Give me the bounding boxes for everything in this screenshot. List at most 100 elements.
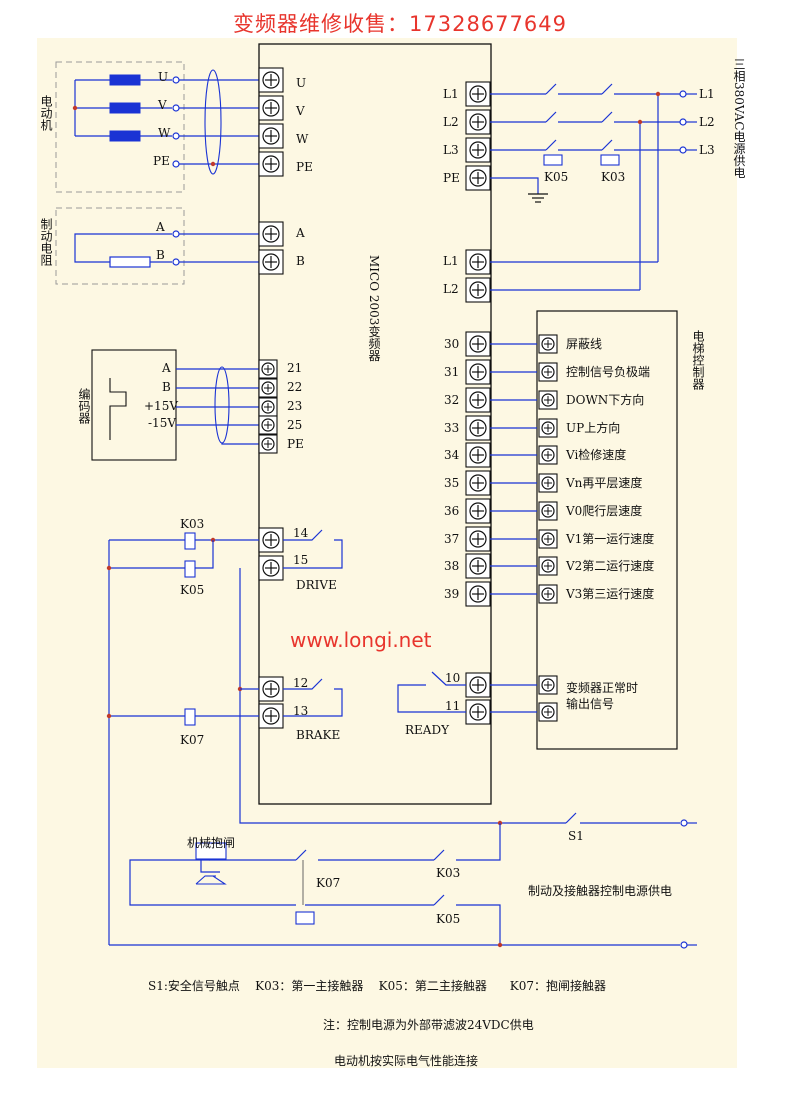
res-a-left: A [156,220,165,234]
switch-contact-icon [601,139,613,151]
motor-u-left: U [158,70,169,84]
ctrl-num-36: 36 [444,504,460,518]
motor-coil-icon [109,130,141,142]
inv-a: A [296,226,305,240]
junction-dot [210,161,216,167]
ctrl-label-35: Vn再平层速度 [566,476,643,490]
k05-top-label: K05 [544,170,569,184]
ctrl-num-32: 32 [444,393,460,407]
switch-contact-icon [545,83,557,95]
switch-contact-icon [433,894,445,906]
drive-label: DRIVE [296,578,337,592]
resistor-icon [109,256,151,268]
note-motor: 电动机按实际电气性能连接 [334,1054,479,1068]
controller-frame [536,310,678,750]
power-l3: L3 [699,143,715,157]
k03-coil-icon [600,154,620,166]
ctrl-num-31: 31 [444,365,460,379]
enc-p15-left: +15V [144,399,178,413]
brake-coil-icon [195,842,227,860]
junction-dot [655,91,661,97]
header-text: 变频器维修收售：17328677649 [233,12,567,36]
brake-resistor-label: 制动电阻 [39,218,53,266]
junction-dot [497,942,503,948]
inv-pe-top: PE [443,171,460,185]
inv-22: 22 [287,380,303,394]
ctrl-num-30: 30 [444,337,460,351]
ctrl-num-35: 35 [444,476,460,490]
switch-contact-icon [545,139,557,151]
inv-l2-top: L2 [443,115,459,129]
drive-15: 15 [293,553,309,567]
watermark: www.longi.net [290,628,432,652]
ready-10: 10 [445,671,461,685]
wire [490,177,539,194]
inv-l1-mid: L1 [443,254,459,268]
legend-text: S1:安全信号触点 K03：第一主接触器 K05：第二主接触器 K07：抱闸接触… [148,979,607,993]
k03-coil-side-icon [184,532,196,550]
elevator-controller-label: 电梯控制器 [691,330,705,390]
inv-v: V [296,104,305,118]
k03-top-label: K03 [601,170,626,184]
inv-w: W [296,132,309,146]
s1-label: S1 [568,829,584,843]
wire [239,568,566,824]
ctrl-num-39: 39 [444,587,460,601]
brake-12: 12 [293,676,309,690]
resistor-dashed-box [55,207,185,285]
ctrl-num-33: 33 [444,421,460,435]
brake-label: BRAKE [296,728,341,742]
inv-enc-pe: PE [287,437,304,451]
mech-brake-label: 机械抱闸 [187,836,236,850]
ctrl-label-32: DOWN下方向 [566,393,645,407]
cable-shield-icon [204,69,222,175]
wire [283,529,323,541]
wire [74,233,172,263]
drive-14: 14 [293,526,309,540]
wire [456,904,501,945]
ctrl-label-31: 控制信号负极端 [566,365,651,379]
wire [397,684,466,713]
wire [283,688,343,717]
inv-pe: PE [296,160,313,174]
k07-coil-bottom-icon [295,911,315,925]
switch-contact-icon [433,849,445,861]
brake-13: 13 [293,704,309,718]
brake-shoe-icon [195,875,227,885]
inv-25: 25 [287,418,303,432]
ready-label: READY [405,723,450,737]
ready-out-label: 变频器正常时 输出信号 [566,681,639,711]
wire [456,823,501,861]
ctrl-num-38: 38 [444,559,460,573]
res-terminal-icon [172,258,180,266]
motor-pe-left: PE [153,154,170,168]
motor-coil-icon [109,102,141,114]
power-terminal-icon [680,941,688,949]
inv-l3-top: L3 [443,143,459,157]
k03-left-label: K03 [180,517,205,531]
motor-terminal-icon [172,104,180,112]
res-b-left: B [156,248,165,262]
switch-contact-icon [295,849,307,861]
ctrl-label-34: Vi检修速度 [566,448,627,462]
power-terminal-icon [679,146,687,154]
k05-coil-icon [543,154,563,166]
motor-w-left: W [158,126,171,140]
ctrl-label-30: 屏蔽线 [566,337,603,351]
motor-terminal-icon [172,160,180,168]
motor-dashed-box [55,61,185,193]
switch-contact-icon [565,812,577,824]
wire [283,539,343,569]
switch-contact-icon [601,111,613,123]
power-supply-label: 三相380VAC电源供电 [732,58,746,179]
power-terminal-icon [680,819,688,827]
k07-coil-side-icon [184,708,196,726]
inv-21: 21 [287,361,303,375]
motor-terminal-icon [172,132,180,140]
inv-23: 23 [287,399,303,413]
k03-bottom-label: K03 [436,866,461,880]
k05-left-label: K05 [180,583,205,597]
inv-l2-mid: L2 [443,282,459,296]
inv-l1-top: L1 [443,87,459,101]
